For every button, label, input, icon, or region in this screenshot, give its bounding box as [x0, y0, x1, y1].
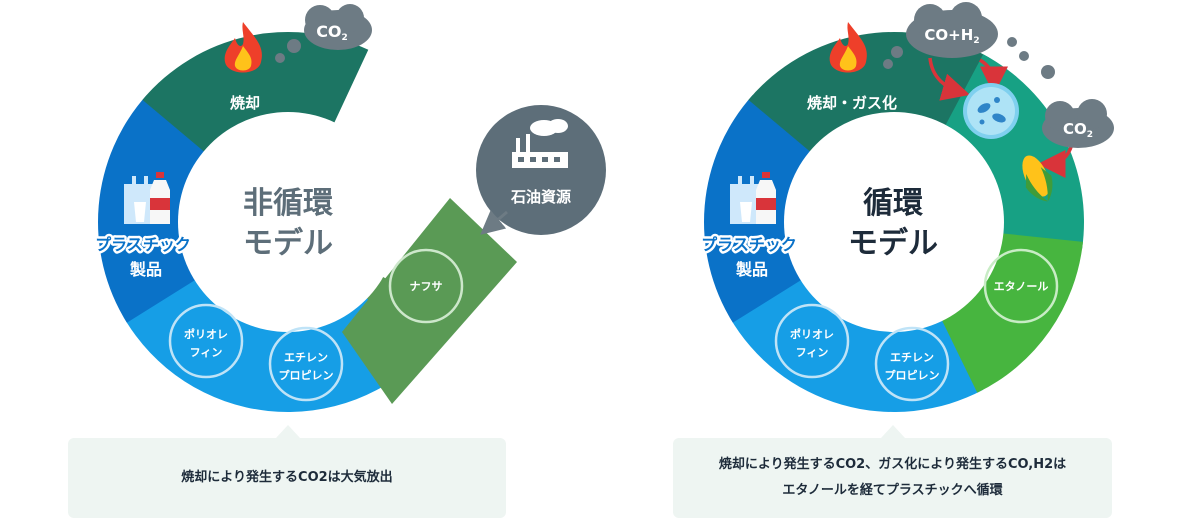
bottle-icon — [756, 172, 776, 224]
right-caption-pointer — [881, 425, 905, 438]
oil-resource-label: 石油資源 — [510, 188, 571, 206]
left-caption-text: 焼却により発生するCO2は大気放出 — [181, 470, 393, 485]
corn-icon — [1022, 155, 1053, 202]
right-segment-ethanol — [937, 232, 1083, 393]
cloud-icon — [1042, 99, 1114, 148]
right-center-disc — [784, 112, 1004, 332]
left-polyolefin-label-2: フィン — [190, 346, 223, 359]
left-polyolefin-label-1: ポリオレ — [184, 327, 228, 341]
left-caption-pointer — [276, 425, 300, 438]
red-arrow — [928, 57, 971, 101]
right-center-title-2: モデル — [848, 226, 938, 261]
oil-arrow — [480, 210, 508, 235]
right-ethanol-circle — [983, 248, 1059, 324]
left-polyolefin-circle — [168, 303, 244, 379]
left-naphtha-band — [342, 198, 517, 404]
right-ethanol-label: エタノール — [994, 280, 1049, 293]
left-diagram: 非循環 モデル 焼却 CO2 プラスチック 製品 — [93, 4, 606, 413]
right-ethylene-label-1: エチレン — [890, 351, 934, 364]
oil-resource-circle — [476, 105, 606, 235]
right-diagram: 循環 モデル 焼却・ガス化 CO+H2 — [699, 2, 1114, 412]
bottle-icon — [150, 172, 170, 224]
cloud-icon — [275, 4, 372, 63]
right-plastic-label-1: プラスチック — [701, 235, 797, 254]
left-plastic-label-2: 製品 — [129, 260, 162, 279]
left-segment-burn — [142, 32, 369, 158]
left-naphtha-label: ナフサ — [410, 280, 443, 293]
left-ethylene-label-2: プロピレン — [279, 368, 334, 382]
left-center-title-2: モデル — [243, 226, 333, 261]
right-plastic-label-2: 製品 — [735, 260, 768, 279]
factory-icon — [512, 119, 568, 168]
right-caption-text-2: エタノールを経てプラスチックへ循環 — [782, 483, 1003, 498]
flame-icon — [829, 22, 867, 73]
red-arrow — [979, 58, 1008, 95]
left-center-disc — [178, 112, 398, 332]
right-polyolefin-label-1: ポリオレ — [790, 327, 834, 341]
right-polyolefin-label-2: フィン — [796, 346, 829, 359]
right-ethylene-label-2: プロピレン — [885, 368, 940, 382]
left-ethylene-circle — [268, 326, 344, 402]
left-naphtha-circle — [388, 248, 464, 324]
right-caption-text-1: 焼却により発生するCO2、ガス化により発生するCO,H2は — [718, 457, 1067, 472]
left-ethylene-label-1: エチレン — [284, 351, 328, 364]
plastic-bag-icon — [124, 176, 156, 224]
left-co2-label: CO2 — [316, 22, 348, 43]
left-center-title-1: 非循環 — [243, 186, 334, 221]
right-burn-label: 焼却・ガス化 — [807, 94, 897, 112]
right-caption: 焼却により発生するCO2、ガス化により発生するCO,H2は エタノールを経てプラ… — [673, 438, 1112, 518]
plastic-bag-icon — [730, 176, 762, 224]
left-burn-label: 焼却 — [230, 94, 260, 112]
right-polyolefin-circle — [774, 303, 850, 379]
right-ethylene-circle — [874, 326, 950, 402]
microbe-icon — [963, 83, 1019, 139]
left-plastic-label-1: プラスチック — [95, 235, 191, 254]
left-caption: 焼却により発生するCO2は大気放出 — [68, 438, 506, 518]
right-co2-label: CO2 — [1063, 120, 1093, 140]
cloud-icon — [883, 2, 1055, 79]
right-segment-ethylene — [729, 272, 984, 412]
right-center-title-1: 循環 — [863, 186, 924, 221]
flame-icon — [224, 22, 262, 73]
right-coh2-label: CO+H2 — [924, 26, 979, 46]
